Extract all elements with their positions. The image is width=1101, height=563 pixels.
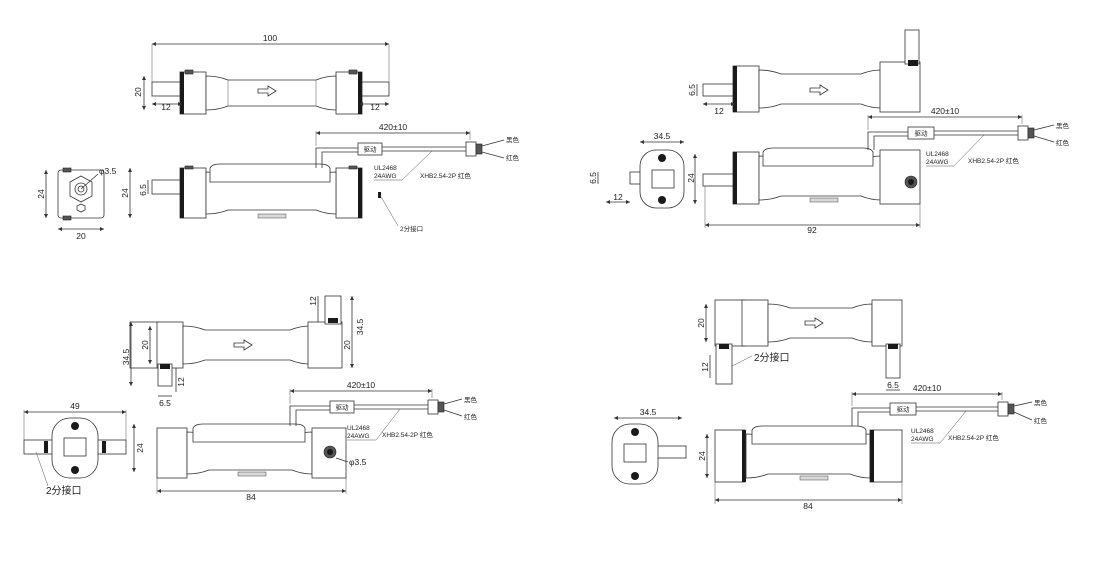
v3-port-type: 2分接口 — [46, 484, 82, 497]
v1-top-view — [151, 69, 390, 115]
v4-wire-spec-1: UL2468 — [911, 428, 934, 435]
v4-port-type: 2分接口 — [754, 351, 790, 364]
v4-length: 84 — [803, 501, 813, 511]
v4-wire-spec-2: 24AWG — [911, 436, 934, 443]
v1-connector: XHB2.54-2P 红色 — [420, 171, 471, 180]
v3-driver-label: 驱动 — [336, 404, 350, 412]
v3-riser-dim: 12 — [308, 296, 318, 306]
v3-port-dia: φ3.5 — [349, 457, 367, 467]
v1-wire-spec-2: 24AWG — [374, 173, 397, 180]
v1-length-dim: 100 — [263, 33, 277, 43]
v2-side-height: 24 — [686, 173, 696, 183]
v1-cable-length: 420±10 — [379, 122, 408, 132]
v4-wire-red: 红色 — [1034, 416, 1048, 425]
v3-wire-black: 黑色 — [464, 395, 478, 404]
v3-left-dia: 20 — [140, 340, 150, 350]
v1-side-view — [57, 167, 105, 221]
view-3: 12 34.5 20 20 34.5 12 6.5 49 24 2分接口 — [23, 295, 478, 502]
v4-port-len: 12 — [700, 362, 710, 372]
v1-wire-spec-1: UL2468 — [374, 165, 397, 172]
v1-end-left-dim: 12 — [161, 102, 171, 112]
v1-wire-black: 黑色 — [506, 135, 520, 144]
view-1: 100 20 12 12 φ3.5 24 20 — [36, 33, 520, 241]
v1-port-type: 2分接口 — [400, 224, 423, 233]
flow-arrow-icon — [809, 84, 829, 96]
v3-wire-spec-2: 24AWG — [347, 433, 370, 440]
v2-side-width: 34.5 — [654, 131, 671, 141]
v1-port-dia: φ3.5 — [99, 166, 117, 176]
flow-arrow-icon — [257, 85, 277, 97]
v4-driver-label: 驱动 — [897, 406, 911, 414]
v3-right-height: 34.5 — [355, 318, 365, 335]
v4-front-height: 24 — [697, 451, 707, 461]
v4-side-view — [611, 423, 687, 485]
v1-end-right-dim: 12 — [370, 102, 380, 112]
v3-cable-length: 420±10 — [347, 380, 376, 390]
v4-side-width: 34.5 — [640, 407, 657, 417]
v3-side-height: 24 — [135, 443, 145, 453]
v2-wire-spec-2: 24AWG — [926, 159, 949, 166]
v2-end-height: 6.5 — [687, 84, 697, 96]
v3-front-view — [156, 423, 347, 479]
v3-length: 84 — [246, 492, 256, 502]
v4-front-view — [714, 425, 903, 483]
v2-side-port: 6.5 — [588, 172, 598, 184]
v3-connector: XHB2.54-2P 红色 — [382, 430, 433, 439]
v2-connector: XHB2.54-2P 红色 — [968, 156, 1019, 165]
v2-wire-black: 黑色 — [1056, 121, 1070, 130]
v1-side-height: 24 — [36, 189, 46, 199]
v3-wire-spec-1: UL2468 — [347, 425, 370, 432]
v2-side-port-len: 12 — [613, 192, 623, 202]
v1-front-view — [151, 163, 381, 219]
v1-front-port: 6.5 — [138, 184, 148, 196]
v4-wire-black: 黑色 — [1034, 398, 1048, 407]
v2-wire-spec-1: UL2468 — [926, 151, 949, 158]
v3-side-width: 49 — [70, 401, 80, 411]
v3-top-view — [129, 295, 343, 387]
v3-side-view — [23, 417, 127, 479]
v2-length: 92 — [807, 225, 817, 235]
flow-arrow-icon — [233, 339, 253, 351]
v1-height-dim: 20 — [133, 87, 143, 97]
v4-height: 20 — [696, 318, 706, 328]
v2-cable-length: 420±10 — [931, 106, 960, 116]
v3-bottom-offset: 6.5 — [159, 398, 171, 408]
v2-wire-red: 红色 — [1056, 138, 1070, 147]
v2-front-view — [702, 147, 921, 205]
v2-top-view — [702, 29, 921, 113]
view-2: 6.5 12 34.5 6.5 24 12 — [588, 29, 1070, 235]
v4-right-offset: 6.5 — [887, 380, 899, 390]
v4-connector: XHB2.54-2P 红色 — [948, 433, 999, 442]
v1-driver-label: 驱动 — [364, 146, 378, 154]
view-4: 20 2分接口 12 6.5 34.5 24 — [611, 299, 1048, 511]
v1-front-height: 24 — [120, 188, 130, 198]
v3-bottom-port: 12 — [176, 377, 186, 387]
v4-cable-length: 420±10 — [913, 383, 942, 393]
flow-arrow-icon — [804, 317, 824, 329]
v3-wire-red: 红色 — [464, 412, 478, 421]
v1-side-width: 20 — [76, 231, 86, 241]
v3-right-dia: 20 — [342, 340, 352, 350]
v2-driver-label: 驱动 — [915, 130, 929, 138]
v3-left-height: 34.5 — [121, 348, 131, 365]
v2-side-view — [629, 149, 685, 209]
v4-top-view — [714, 299, 903, 385]
v1-wire-red: 红色 — [506, 153, 520, 162]
v2-end-length: 12 — [714, 106, 724, 116]
